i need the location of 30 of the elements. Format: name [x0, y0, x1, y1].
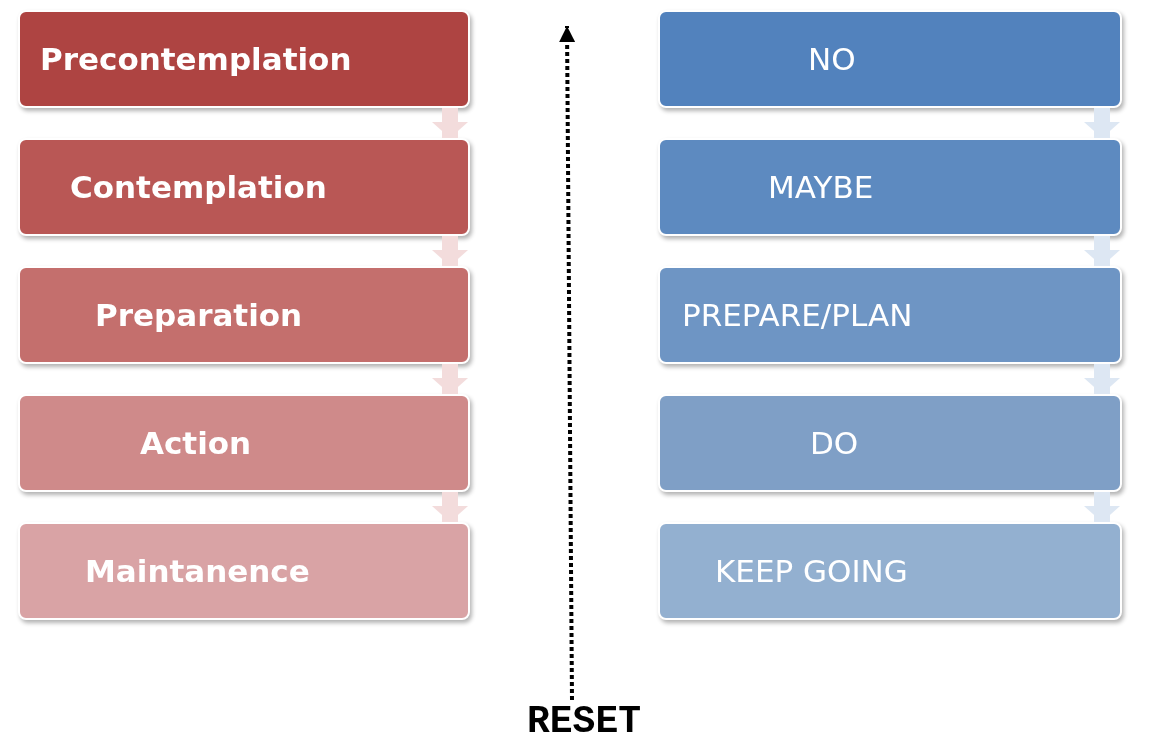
block-arrow [1084, 236, 1120, 266]
dotted-arrow [559, 26, 576, 700]
stage-box [658, 522, 1122, 620]
block-arrow [432, 108, 468, 138]
block-arrow [1084, 108, 1120, 138]
reset-label: RESET [527, 700, 642, 743]
stage-box [18, 522, 470, 620]
stage-label: NO [808, 41, 856, 77]
stage-box [18, 266, 470, 364]
stage-label: PREPARE/PLAN [682, 297, 913, 333]
block-arrow [1084, 492, 1120, 522]
stage-box [658, 394, 1122, 492]
stage-label: MAYBE [768, 169, 874, 205]
block-arrow [432, 364, 468, 394]
stage-box [658, 266, 1122, 364]
block-arrow [432, 492, 468, 522]
stage-box [18, 138, 470, 236]
stage-label: Contemplation [70, 169, 327, 205]
stage-box [18, 394, 470, 492]
stage-label: Maintanence [85, 553, 310, 589]
stage-box [658, 138, 1122, 236]
stage-label: Precontemplation [40, 41, 352, 77]
stage-label: KEEP GOING [715, 553, 908, 589]
stage-box [658, 10, 1122, 108]
block-arrow [1084, 364, 1120, 394]
block-arrow [432, 236, 468, 266]
stage-label: Preparation [95, 297, 303, 333]
stage-box [18, 10, 470, 108]
stage-label: DO [810, 425, 859, 461]
stage-label: Action [140, 425, 252, 461]
